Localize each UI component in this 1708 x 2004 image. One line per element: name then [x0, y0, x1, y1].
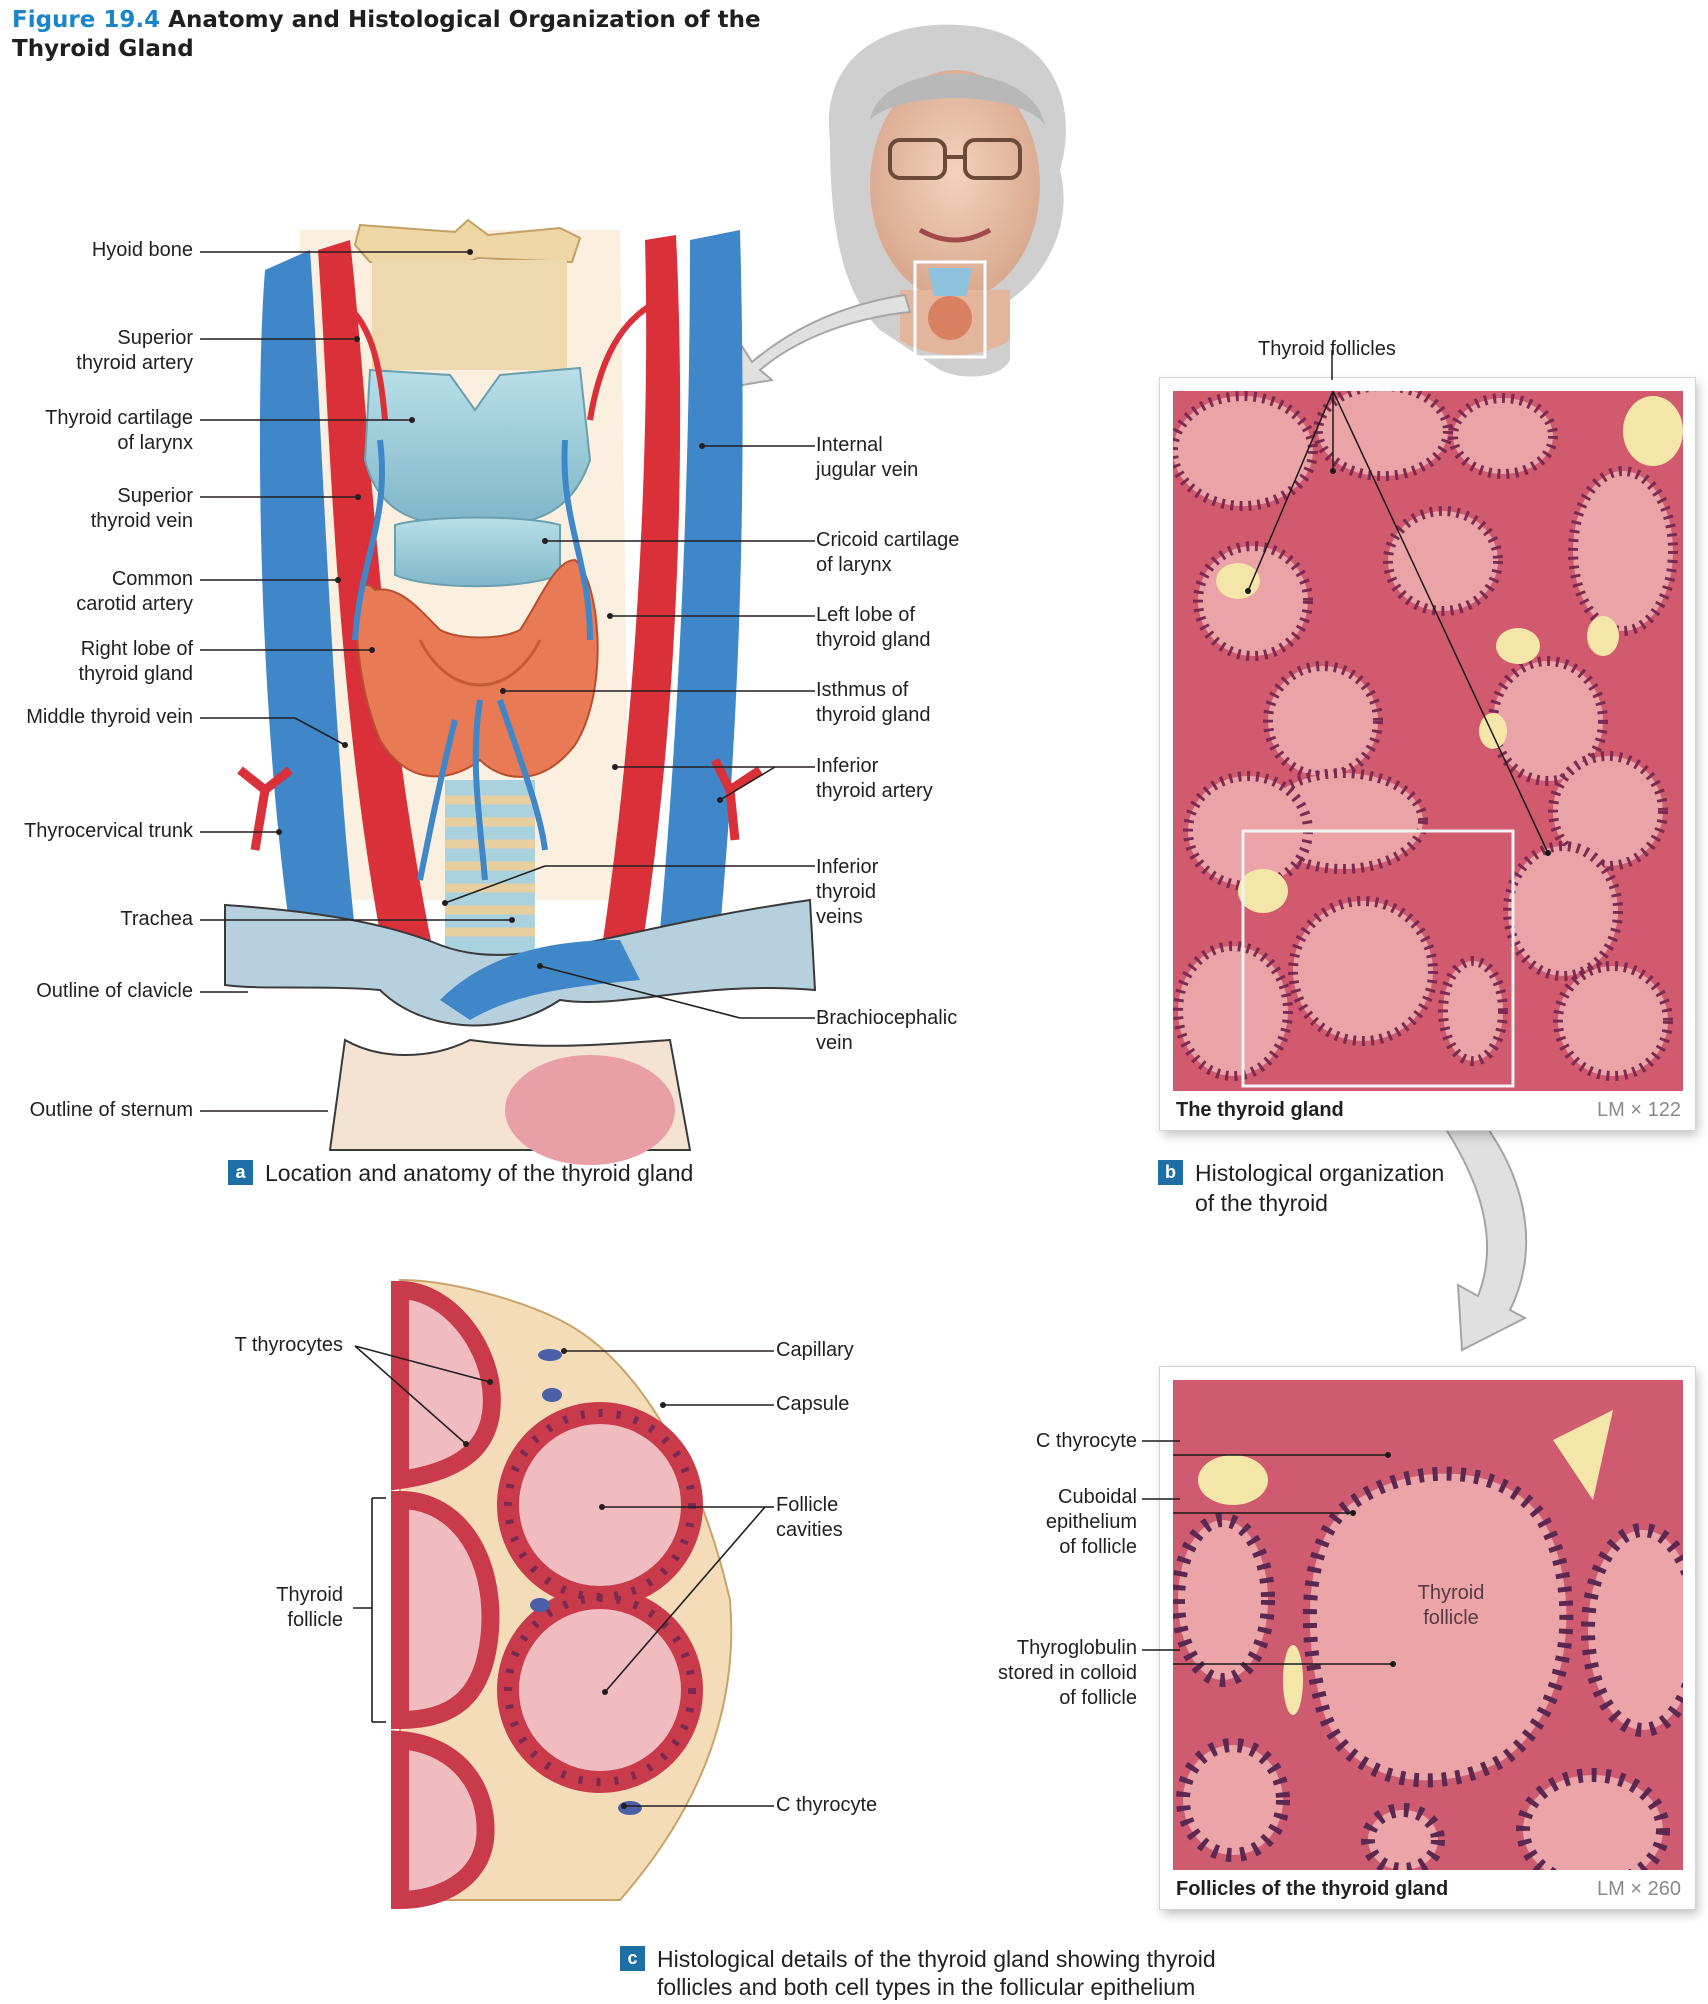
- inner-label-line-1: Thyroid: [1418, 1582, 1485, 1604]
- panel-d-leader-stubs: [1140, 1430, 1180, 1730]
- follicle-tissue: [400, 1280, 731, 1900]
- inner-label-line-2: follicle: [1423, 1607, 1479, 1629]
- micrograph-footer-2: Follicles of the thyroid gland LM × 260: [1176, 1877, 1681, 1901]
- magnification-2: LM × 260: [1597, 1877, 1681, 1901]
- micrograph-image-2: Thyroid follicle: [1173, 1380, 1683, 1870]
- label-capsule: Capsule: [776, 1392, 849, 1417]
- micrograph-follicles: Thyroid follicle Follicles of the thyroi…: [1160, 1367, 1695, 1909]
- label-t-thyrocytes: T thyrocytes: [0, 1333, 343, 1358]
- panel-c-badge: c: [620, 1946, 645, 1971]
- micrograph-title-2: Follicles of the thyroid gland: [1176, 1878, 1448, 1900]
- label-c-thyrocyte-c: C thyrocyte: [776, 1793, 877, 1818]
- label-capillary: Capillary: [776, 1338, 854, 1363]
- label-c-thyrocyte-d: C thyrocyte: [900, 1429, 1137, 1454]
